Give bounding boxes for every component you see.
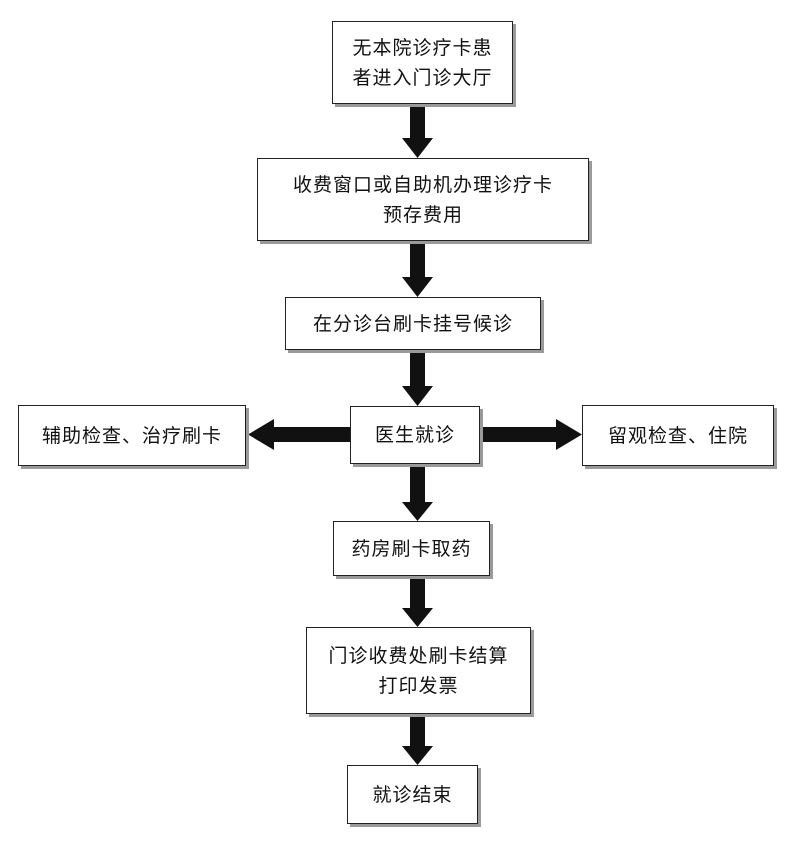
node-exam: 辅助检查、治疗刷卡 (18, 405, 246, 466)
arrow-doctor-to-pharmacy (402, 464, 433, 521)
node-settle-line-2: 打印发票 (378, 674, 459, 697)
node-observe: 留观检查、住院 (582, 405, 774, 466)
node-pharmacy-line-1: 药房刷卡取药 (351, 537, 472, 560)
node-prepay: 收费窗口或自助机办理诊疗卡 预存费用 (257, 158, 589, 241)
arrow-pharmacy-to-settle (402, 576, 433, 627)
node-register-line-1: 在分诊台刷卡挂号候诊 (312, 312, 513, 335)
node-prepay-line-2: 预存费用 (382, 203, 463, 226)
node-end: 就诊结束 (347, 765, 478, 824)
node-prepay-line-1: 收费窗口或自助机办理诊疗卡 (292, 173, 553, 196)
node-start: 无本院诊疗卡患 者进入门诊大厅 (332, 21, 513, 104)
node-pharmacy: 药房刷卡取药 (333, 521, 490, 576)
arrow-prepay-to-register (402, 241, 433, 297)
node-register: 在分诊台刷卡挂号候诊 (285, 297, 541, 350)
node-start-line-1: 无本院诊疗卡患 (352, 36, 493, 59)
node-start-line-2: 者进入门诊大厅 (352, 66, 493, 89)
node-settle: 门诊收费处刷卡结算 打印发票 (306, 627, 531, 714)
node-doctor: 医生就诊 (350, 406, 480, 464)
node-observe-line-1: 留观检查、住院 (607, 424, 748, 447)
arrow-register-to-doctor (402, 350, 433, 406)
node-end-line-1: 就诊结束 (372, 783, 453, 806)
arrow-settle-to-end (402, 714, 433, 765)
node-settle-line-1: 门诊收费处刷卡结算 (328, 644, 509, 667)
arrow-start-to-prepay (402, 104, 433, 158)
node-doctor-line-1: 医生就诊 (374, 424, 455, 446)
node-exam-line-1: 辅助检查、治疗刷卡 (41, 424, 222, 447)
arrow-doctor-to-exam (248, 419, 350, 450)
arrow-doctor-to-observe (480, 419, 582, 450)
